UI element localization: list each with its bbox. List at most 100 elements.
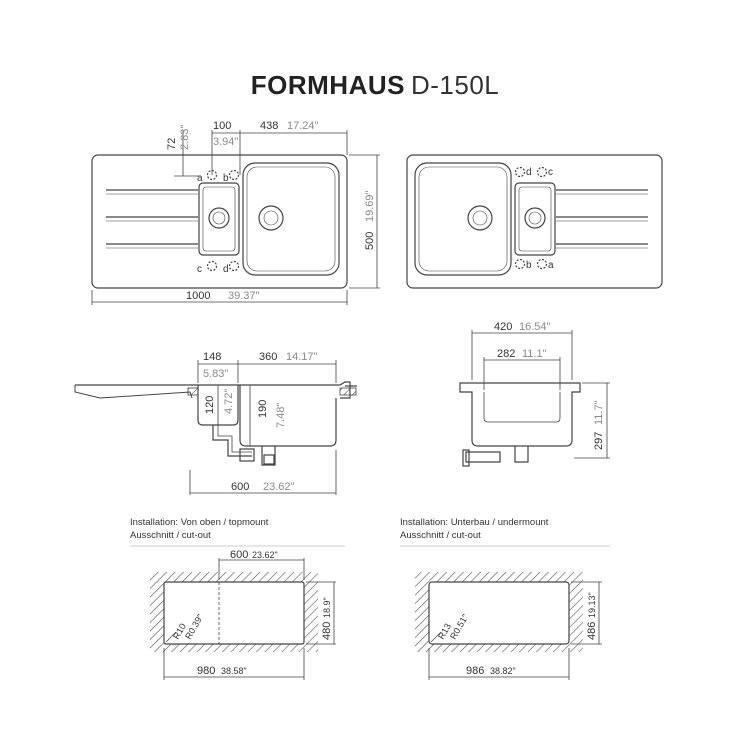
brand-name: FORMHAUS — [250, 70, 405, 100]
main-bowl-profile — [239, 385, 337, 447]
sink-outline — [406, 154, 663, 289]
dim-2-83: 2.83" — [179, 125, 191, 150]
small-bowl-drain — [524, 207, 546, 229]
install-line-1: Installation: Unterbau / undermount — [400, 517, 549, 528]
top-view-left — [91, 154, 348, 289]
sink-outline — [91, 154, 348, 289]
dim-18-9: 18.9" — [322, 597, 332, 618]
sink-body-profile — [459, 382, 581, 447]
dim-600: 600 — [231, 481, 249, 493]
dim-4-72: 4.72" — [223, 389, 235, 414]
dim-23-62: 23.62" — [252, 550, 278, 560]
drain-pipe — [212, 425, 252, 457]
dim-1000: 1000 — [186, 290, 210, 302]
pipe-joint — [239, 448, 255, 462]
dim-420: 420 — [494, 321, 512, 333]
dim-19-13: 19.13" — [587, 592, 597, 618]
main-bowl-drain — [467, 205, 493, 231]
main-bowl — [242, 162, 340, 276]
trap — [261, 446, 276, 466]
dim-297: 297 — [593, 432, 605, 450]
dim-282: 282 — [497, 348, 515, 360]
dim-190: 190 — [257, 400, 269, 418]
dim-38-82: 38.82" — [490, 666, 516, 676]
hole-label-c: c — [197, 264, 202, 275]
small-bowl — [198, 182, 240, 256]
side-view-right — [459, 382, 581, 467]
dim-11-1: 11.1" — [522, 348, 547, 360]
dim-19-69: 19.69" — [364, 190, 376, 222]
dim-120: 120 — [204, 396, 216, 414]
hole-label-d: d — [526, 167, 532, 178]
dim-72: 72 — [166, 138, 178, 150]
sink-rim — [75, 381, 351, 399]
top-left-dimensions: 100 3.94" 438 17.24" 72 2.83" 1000 39.37… — [166, 120, 376, 302]
dim-480: 480 — [321, 622, 333, 640]
hole-label-d: d — [223, 264, 229, 275]
tap-hole-b — [228, 169, 240, 181]
cutout-opening — [428, 581, 570, 645]
small-bowl — [514, 182, 556, 256]
install-caption-undermount: Installation: Unterbau / undermount Auss… — [400, 516, 548, 542]
tap-hole-c — [206, 260, 218, 272]
hole-label-b: b — [223, 173, 229, 184]
tap-hole-b — [514, 258, 526, 270]
trap — [514, 446, 529, 463]
dim-148: 148 — [203, 351, 221, 363]
side-right-dimension-lines — [471, 330, 610, 459]
install-line-2: Ausschnitt / cut-out — [130, 530, 211, 541]
tap-hole-a — [206, 169, 218, 181]
dim-17-24: 17.24" — [287, 120, 319, 132]
tap-hole-c — [536, 166, 548, 178]
cutout-right — [415, 572, 583, 652]
inner-bowl-profile — [483, 392, 561, 423]
hole-label-a: a — [548, 260, 554, 271]
dim-38-58: 38.58" — [221, 666, 247, 676]
radius-leader — [165, 631, 177, 643]
small-bowl-drain — [208, 207, 230, 229]
dim-486: 486 — [586, 622, 598, 640]
install-caption-topmount: Installation: Von oben / topmount Aussch… — [130, 516, 268, 542]
dim-5-83: 5.83" — [203, 368, 228, 380]
hole-label-b: b — [526, 260, 532, 271]
dim-7-48: 7.48" — [275, 403, 287, 428]
dim-500: 500 — [364, 232, 376, 250]
dim-980: 980 — [197, 665, 215, 677]
pipe-end — [462, 449, 470, 467]
radius-leader — [430, 631, 442, 643]
main-bowl-drain — [258, 205, 284, 231]
side-view-left — [74, 381, 357, 466]
dim-23-62: 23.62" — [263, 481, 295, 493]
dim-14-17: 14.17" — [286, 351, 318, 363]
countertop-hatch — [339, 387, 357, 396]
pipe-joint — [263, 454, 275, 465]
cutout-opening — [163, 581, 305, 645]
model-name: D-150L — [410, 70, 500, 100]
top-left-hole-labels: a b c d — [197, 173, 229, 275]
tap-hole-d — [228, 260, 240, 272]
dim-11-7: 11.7" — [593, 400, 605, 425]
hole-label-c: c — [548, 167, 553, 178]
top-left-dimension-lines — [91, 130, 380, 305]
dim-360: 360 — [259, 351, 277, 363]
install-line-2: Ausschnitt / cut-out — [400, 530, 481, 541]
side-right-dimensions: 420 16.54" 282 11.1" 297 11.7" — [494, 321, 605, 450]
dim-3-94: 3.94" — [213, 136, 238, 148]
side-left-dimensions: 148 5.83" 360 14.17" 120 4.72" 190 7.48"… — [203, 351, 318, 493]
cutout-left — [150, 572, 318, 652]
main-bowl — [414, 162, 512, 276]
tap-hole-a — [536, 258, 548, 270]
dim-100: 100 — [213, 120, 231, 132]
drain-pipe — [465, 451, 501, 463]
dim-16-54: 16.54" — [519, 321, 551, 333]
dim-438: 438 — [260, 120, 278, 132]
countertop-hatch — [187, 387, 199, 396]
cutout-left-dimension-lines — [163, 558, 336, 680]
hole-label-a: a — [197, 173, 203, 184]
side-left-dimension-lines — [189, 360, 337, 495]
cutout-right-dimension-lines — [428, 581, 602, 680]
dim-986: 986 — [466, 665, 484, 677]
dim-39-37: 39.37" — [228, 290, 260, 302]
